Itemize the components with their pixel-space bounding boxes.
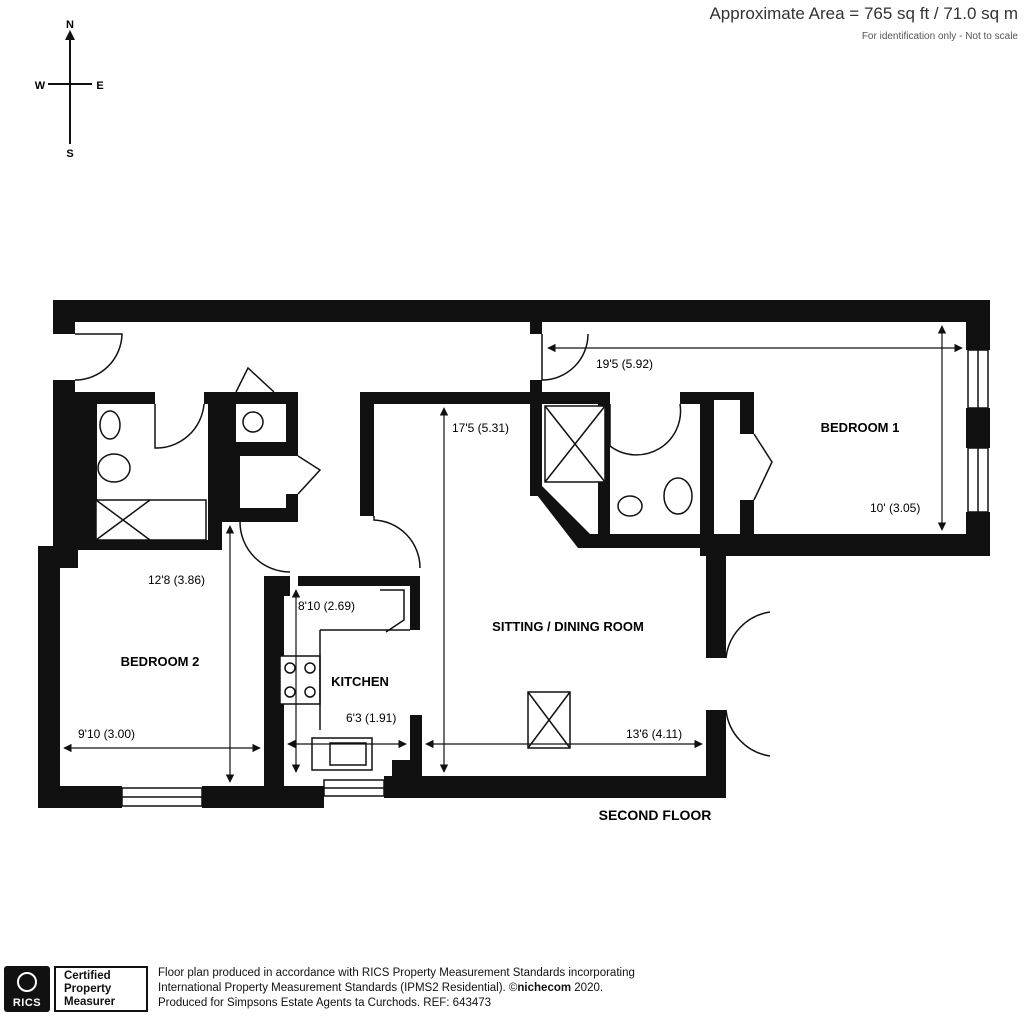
dimension-lines	[63, 325, 963, 783]
room-bedroom-1: BEDROOM 1	[821, 420, 900, 435]
basin-icon	[99, 410, 121, 440]
dim-bedroom2-depth: 12'8 (3.86)	[148, 573, 205, 587]
dim-bedroom1-width: 19'5 (5.92)	[596, 357, 653, 371]
cert-line: Measurer	[64, 996, 116, 1008]
toilet-icon	[97, 453, 131, 483]
certified-property-measurer: Certified Property Measurer	[54, 966, 148, 1012]
rics-emblem-icon	[17, 972, 37, 992]
north-arrow-icon	[65, 30, 75, 40]
bath-icon	[95, 499, 207, 541]
footer: RICS Certified Property Measurer Floor p…	[0, 960, 1024, 1018]
disclaimer-line-2: International Property Measurement Stand…	[158, 981, 635, 996]
rics-logo: RICS	[4, 966, 50, 1012]
room-sitting-dining: SITTING / DINING ROOM	[492, 619, 644, 634]
nichecom-brand: nichecom	[517, 982, 572, 994]
scale-note: For identification only - Not to scale	[861, 31, 1018, 42]
disclaimer-line-1: Floor plan produced in accordance with R…	[158, 967, 635, 979]
room-bedroom-2: BEDROOM 2	[121, 654, 200, 669]
compass-south: S	[66, 148, 73, 160]
dim-sitting-depth: 17'5 (5.31)	[452, 421, 509, 435]
compass-north: N	[66, 19, 74, 31]
floor-label: SECOND FLOOR	[599, 807, 712, 823]
dim-kitchen-width: 6'3 (1.91)	[346, 711, 396, 725]
compass-east: E	[96, 80, 103, 92]
dim-kitchen-depth: 8'10 (2.69)	[298, 599, 355, 613]
disclaimer-line-2-prefix: International Property Measurement Stand…	[158, 982, 518, 994]
compass	[48, 30, 92, 144]
disclaimer-line-3: Produced for Simpsons Estate Agents ta C…	[158, 997, 492, 1009]
windows	[121, 349, 989, 807]
dim-sitting-width: 13'6 (4.11)	[626, 727, 682, 741]
disclaimer: Floor plan produced in accordance with R…	[158, 966, 635, 1011]
dim-bedroom1-depth: 10' (3.05)	[870, 501, 920, 515]
doors	[74, 333, 773, 757]
rics-logo-text: RICS	[12, 997, 42, 1009]
boiler-icon	[242, 411, 264, 433]
compass-west: W	[35, 80, 46, 92]
hob-icon	[279, 655, 321, 705]
walls	[38, 300, 990, 808]
room-kitchen: KITCHEN	[331, 674, 389, 689]
disclaimer-line-2-suffix: 2020.	[571, 982, 604, 994]
floor-plan: N S E W	[35, 19, 990, 823]
dim-bedroom2-width: 9'10 (3.00)	[78, 727, 135, 741]
cert-line: Property	[64, 983, 112, 995]
cert-line: Certified	[64, 970, 111, 982]
ensuite-toilet-icon	[663, 477, 693, 515]
ensuite-basin-icon	[617, 495, 643, 517]
approximate-area: Approximate Area = 765 sq ft / 71.0 sq m	[709, 4, 1018, 23]
